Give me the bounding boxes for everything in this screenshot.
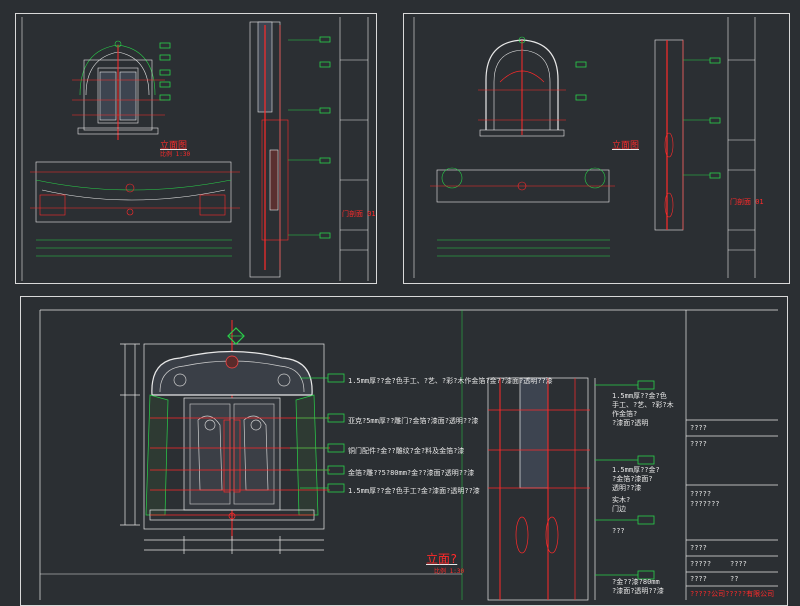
annotation-3: 铜门配件?金??雕纹?金?料及金箔?漆 xyxy=(348,447,465,455)
section-note-9: 门边 xyxy=(612,505,626,513)
sheet-a-border xyxy=(15,13,377,284)
sheet-b-section-label: 门剖面 01 xyxy=(730,198,764,206)
section-note-5: 1.5mm厚??金? xyxy=(612,466,660,474)
section-note-1: 1.5mm厚??金?色 xyxy=(612,392,667,400)
sheet-a-section-label: 门剖面 01 xyxy=(342,210,376,218)
title-block-row-8: ???? xyxy=(690,575,707,583)
annotation-1: 1.5mm厚??金?色手工、?艺、?彩?木作金箔?金??漆面?透明??漆 xyxy=(348,377,553,385)
title-block-row-4: ??????? xyxy=(690,500,720,508)
sheet-c-elevation-title: 立面? xyxy=(426,552,458,566)
title-block-row-1: ???? xyxy=(690,424,707,432)
section-note-6: ?金箔?漆面? xyxy=(612,475,653,483)
annotation-4: 金箔?雕??5?80mm?金??漆面?透明??漆 xyxy=(348,469,475,477)
title-block-row-9: ?? xyxy=(730,575,739,583)
sheet-a-drawing xyxy=(21,17,369,281)
section-note-10: ??? xyxy=(612,527,625,535)
section-note-2: 手工、?艺、?彩?木 xyxy=(612,401,674,409)
section-note-8: 实木? xyxy=(612,496,631,504)
company-line: ?????公司?????有限公司 xyxy=(690,590,775,598)
sheet-c-drawing xyxy=(39,309,778,601)
title-block-row-5: ???? xyxy=(690,544,707,552)
title-block-row-3: ????? xyxy=(690,490,712,498)
title-block-row-7: ???? xyxy=(730,560,747,568)
sheet-c-elevation-scale: 比例 1:30 xyxy=(434,568,465,575)
section-note-7: 透明??漆 xyxy=(612,484,642,492)
title-block-row-2: ???? xyxy=(690,440,707,448)
sheet-b-drawing xyxy=(413,17,756,278)
sheet-b-elevation-title: 立面图 xyxy=(612,141,640,151)
section-note-11: ?金??漆?80mm xyxy=(612,578,660,586)
sheet-b-border xyxy=(403,13,790,284)
title-block-row-6: ????? xyxy=(690,560,712,568)
tag-boxes xyxy=(159,36,721,580)
annotation-5: 1.5mm厚??金?色手工?金?漆面?透明??漆 xyxy=(348,487,480,495)
section-note-4: ?漆面?透明 xyxy=(612,419,649,427)
sheet-a-elevation-title: 立面图 xyxy=(160,141,188,151)
sheet-a-elevation-scale: 比例 1:30 xyxy=(160,151,191,158)
section-note-3: 作金箔? xyxy=(612,410,638,418)
section-note-12: ?漆面?透明??漆 xyxy=(612,587,664,595)
annotation-2: 亚克?5mm厚??雕门?金箔?漆面?透明??漆 xyxy=(348,417,479,425)
